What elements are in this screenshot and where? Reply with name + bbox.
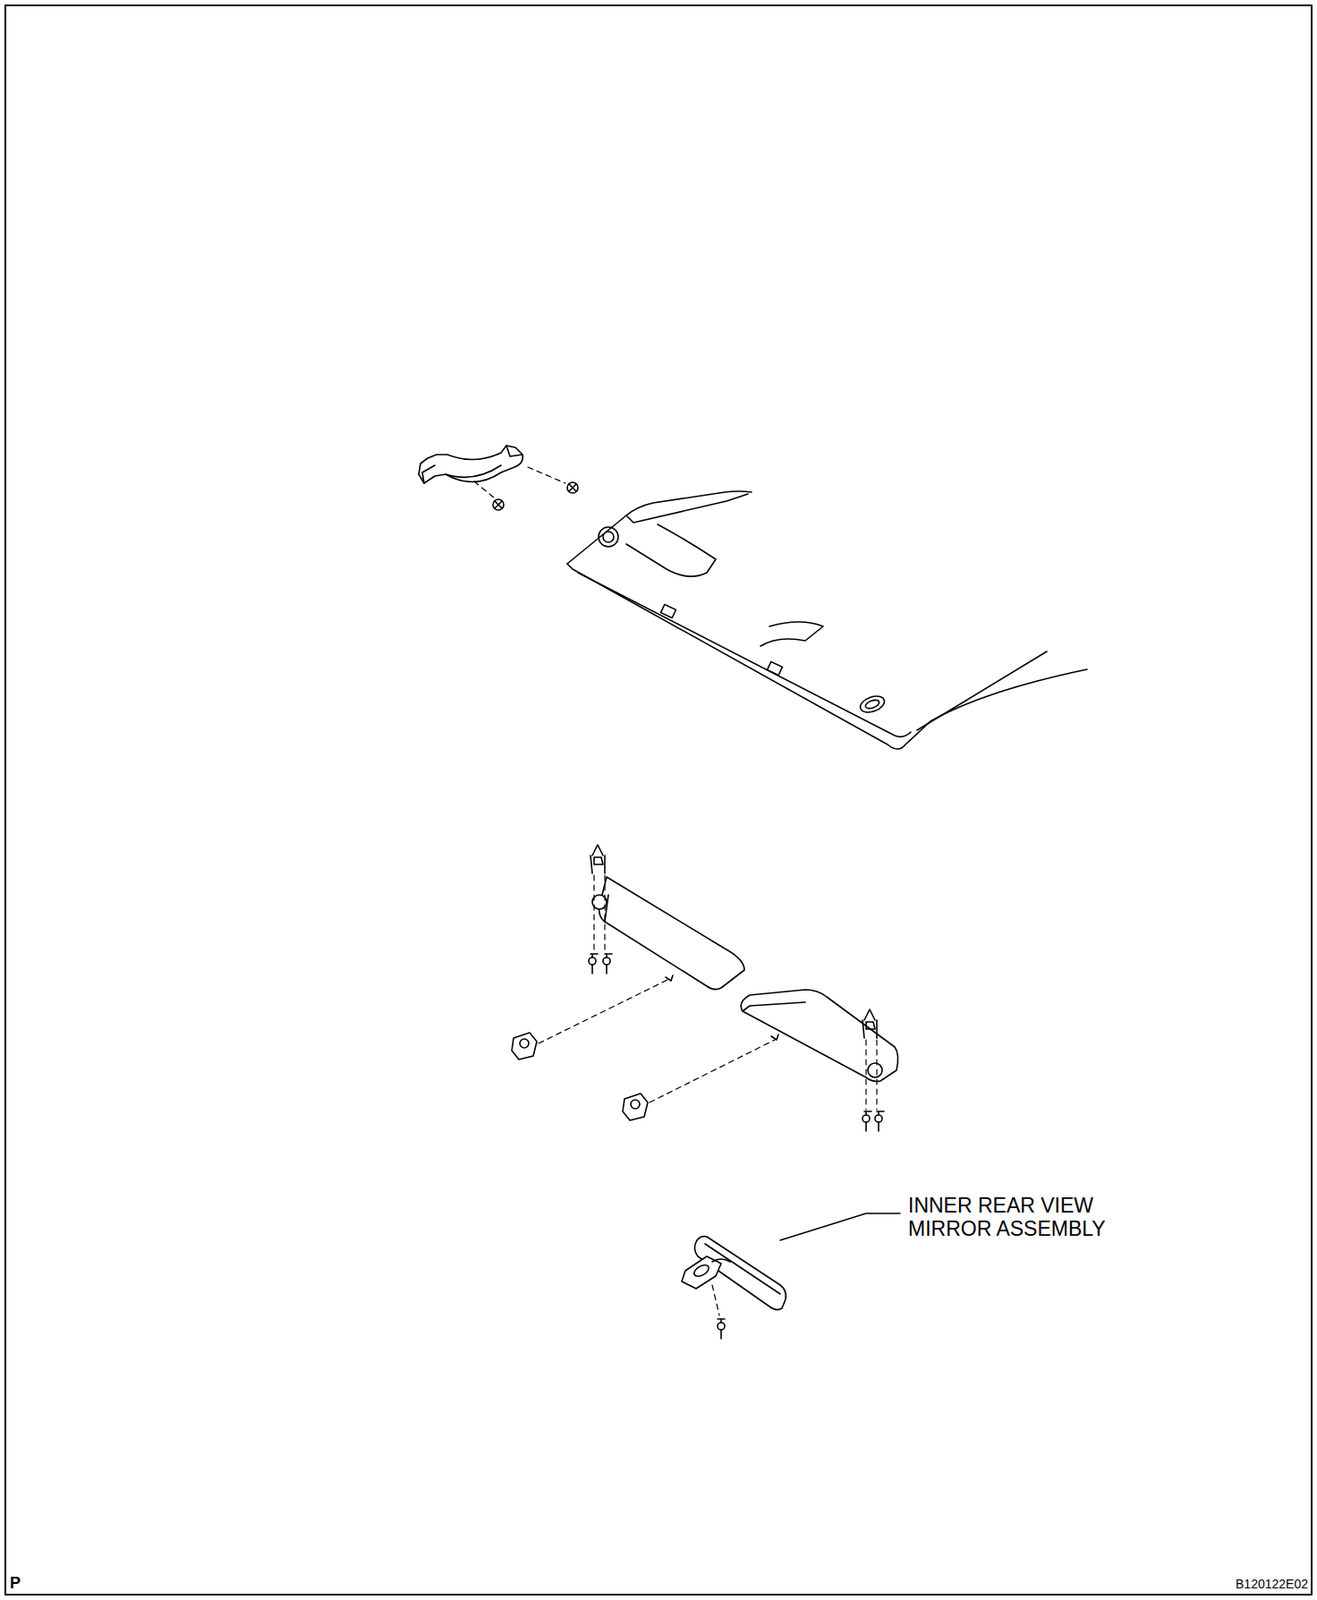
sun-visor <box>740 989 898 1082</box>
sun-visor <box>590 844 745 990</box>
frame <box>5 5 1312 1595</box>
screw <box>717 1318 725 1339</box>
screw <box>588 953 884 1131</box>
assist-grip <box>418 445 523 484</box>
roof-headliner <box>567 491 1088 749</box>
rear-view-mirror <box>681 1236 786 1310</box>
leader-line <box>780 1213 901 1241</box>
screw <box>492 482 578 510</box>
page-letter: P <box>9 1574 21 1593</box>
part-name: INNER REAR VIEW MIRROR ASSEMBLY <box>908 1193 1150 1241</box>
figure-code: B120122E02 <box>1235 1577 1309 1591</box>
visor-holder <box>511 1032 648 1121</box>
